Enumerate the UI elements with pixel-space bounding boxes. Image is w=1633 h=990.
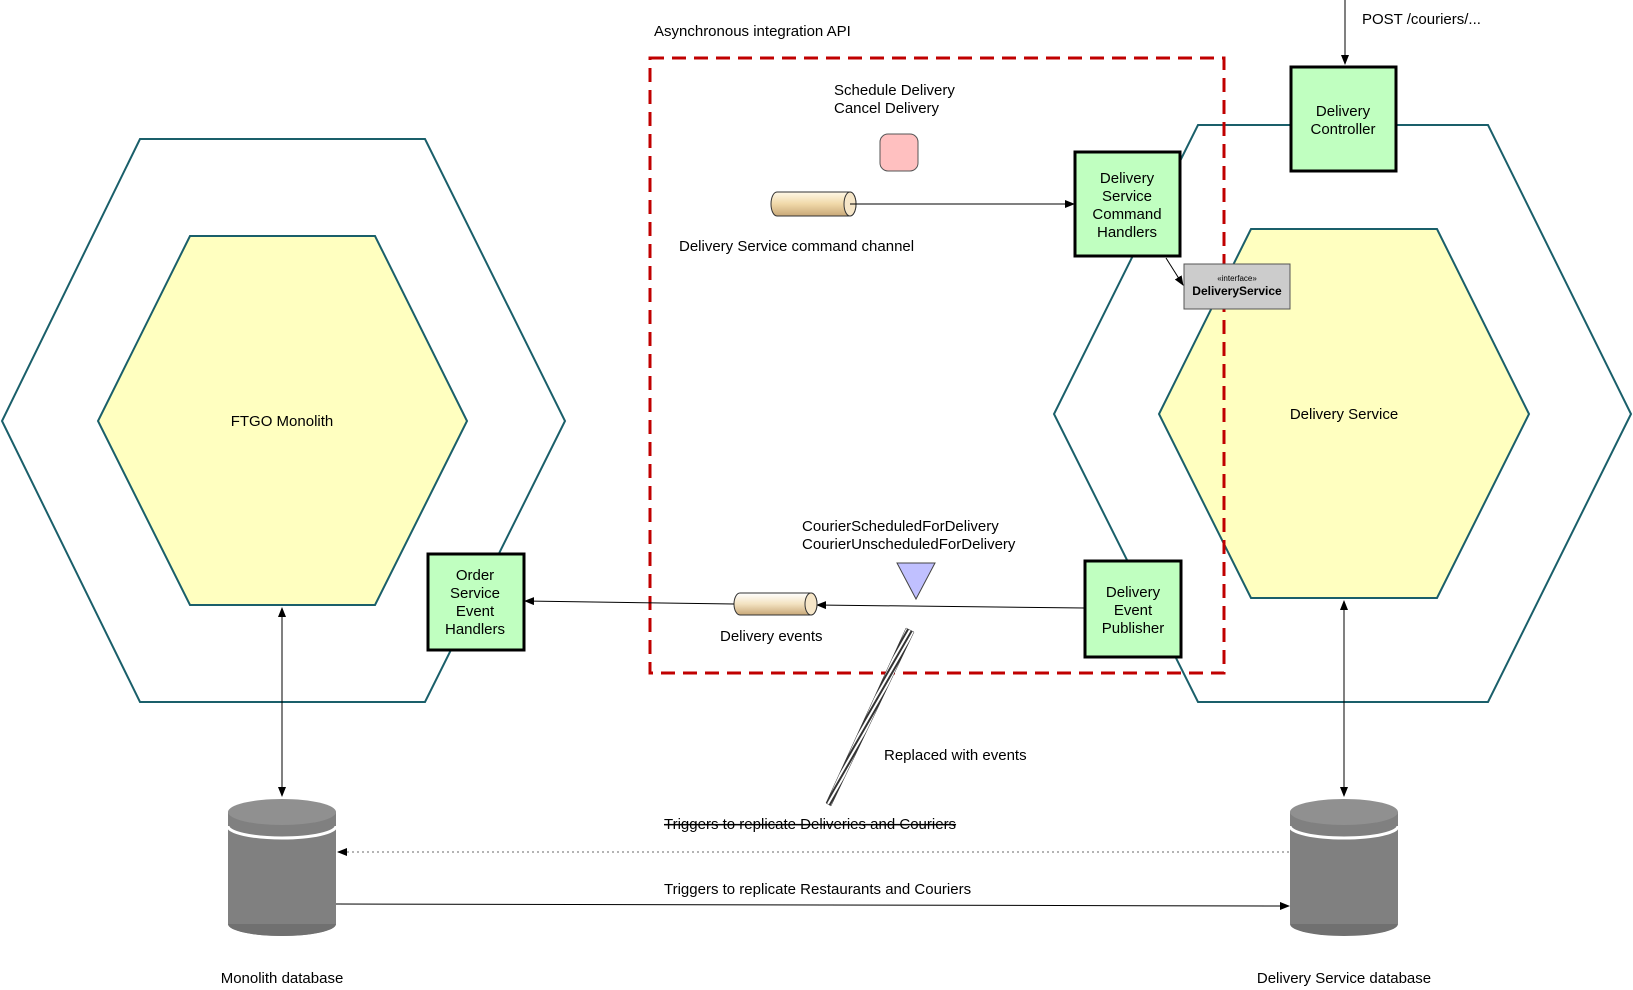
- command-handlers-line-1: Delivery: [1100, 170, 1155, 187]
- order-handlers-line-1: Order: [456, 567, 494, 584]
- restaurants-couriers-trigger-label: Triggers to replicate Restaurants and Co…: [664, 881, 971, 898]
- event-channel-label: Delivery events: [720, 628, 823, 645]
- deliveries-couriers-trigger-label: Triggers to replicate Deliveries and Cou…: [664, 816, 956, 833]
- command-handlers-line-4: Handlers: [1097, 224, 1157, 241]
- event-name-scheduled: CourierScheduledForDelivery: [802, 518, 999, 535]
- replaced-hatched-connector: [825, 627, 915, 807]
- delivery-controller-box: [1289, 65, 1398, 173]
- order-handlers-line-4: Handlers: [445, 621, 505, 638]
- command-handlers-box: [1073, 150, 1182, 258]
- interface-stereotype: «interface»: [1217, 274, 1257, 283]
- event-channel-pipe: [733, 592, 818, 616]
- monolith-inner-hexagon: [96, 235, 469, 606]
- delivery-controller-line-2: Controller: [1310, 121, 1375, 138]
- command-handlers-line-2: Service: [1102, 188, 1152, 205]
- delivery-service-label: Delivery Service: [1290, 406, 1398, 423]
- async-api-boundary: [648, 56, 1226, 675]
- restaurants-couriers-trigger-line: [335, 901, 1290, 910]
- replaced-note: Replaced with events: [884, 747, 1027, 764]
- handlers-to-interface-arrow: [1165, 257, 1184, 286]
- order-event-handlers-box: [426, 552, 526, 652]
- delivery-service-inner-hexagon: [1157, 228, 1531, 599]
- monolith-database-label: Monolith database: [221, 970, 344, 987]
- async-api-title: Asynchronous integration API: [654, 23, 851, 40]
- command-channel-pipe: [770, 191, 857, 217]
- order-handlers-line-2: Service: [450, 585, 500, 602]
- command-handlers-line-3: Command: [1092, 206, 1161, 223]
- publisher-to-event-channel-arrow: [816, 601, 1085, 610]
- command-name-cancel: Cancel Delivery: [834, 100, 940, 117]
- event-message-icon: [896, 562, 936, 601]
- command-message-icon: [879, 133, 919, 172]
- event-publisher-line-3: Publisher: [1102, 620, 1165, 637]
- delivery-database-label: Delivery Service database: [1257, 970, 1431, 987]
- event-publisher-box: [1083, 559, 1183, 659]
- delivery-database-icon: [1288, 799, 1400, 936]
- http-endpoint-label: POST /couriers/...: [1362, 11, 1481, 28]
- monolith-database-icon: [226, 799, 338, 936]
- event-publisher-line-1: Delivery: [1106, 584, 1161, 601]
- monolith-label: FTGO Monolith: [231, 413, 334, 430]
- event-channel-to-order-handlers-arrow: [524, 597, 735, 606]
- event-publisher-line-2: Event: [1114, 602, 1153, 619]
- event-name-unscheduled: CourierUnscheduledForDelivery: [802, 536, 1016, 553]
- delivery-service-interface-box: [1183, 263, 1291, 310]
- command-channel-label: Delivery Service command channel: [679, 238, 914, 255]
- order-handlers-line-3: Event: [456, 603, 495, 620]
- interface-name: DeliveryService: [1192, 284, 1282, 298]
- command-name-schedule: Schedule Delivery: [834, 82, 955, 99]
- delivery-controller-line-1: Delivery: [1316, 103, 1371, 120]
